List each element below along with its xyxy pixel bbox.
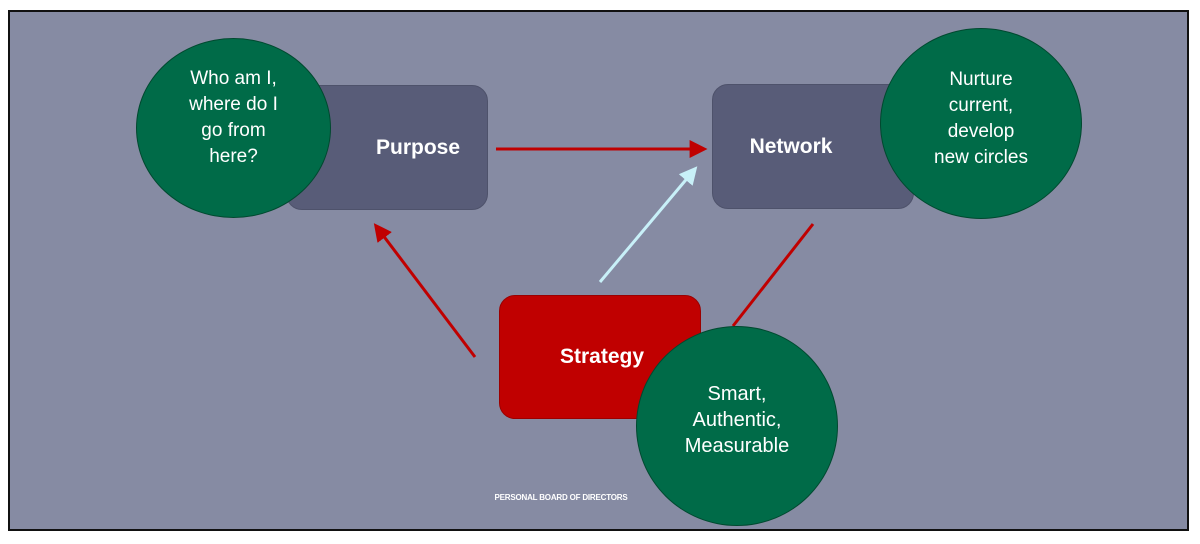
arrow-strategy-to-purpose	[373, 223, 477, 358]
network-label: Network	[749, 134, 833, 158]
slide-canvas: Purpose Network Strategy Who am I, where…	[10, 12, 1187, 529]
connector-layer	[373, 140, 815, 358]
purpose-question-circle: Who am I, where do I go from here?	[136, 38, 331, 218]
line-network-to-strategy	[731, 223, 815, 327]
purpose-question-text: Who am I, where do I go from here?	[189, 68, 278, 167]
strategy-label: Strategy	[559, 345, 645, 368]
purpose-label: Purpose	[375, 135, 461, 159]
footer-caption: PERSONAL BOARD OF DIRECTORS	[494, 493, 628, 502]
strategy-qualities-text: Smart, Authentic, Measurable	[684, 382, 790, 457]
network-box: Network	[712, 84, 914, 209]
network-action-text: Nurture current, develop new circles	[934, 68, 1028, 168]
arrow-strategy-to-network	[598, 166, 698, 283]
strategy-qualities-circle: Smart, Authentic, Measurable	[636, 326, 838, 526]
network-action-circle: Nurture current, develop new circles	[880, 28, 1082, 219]
